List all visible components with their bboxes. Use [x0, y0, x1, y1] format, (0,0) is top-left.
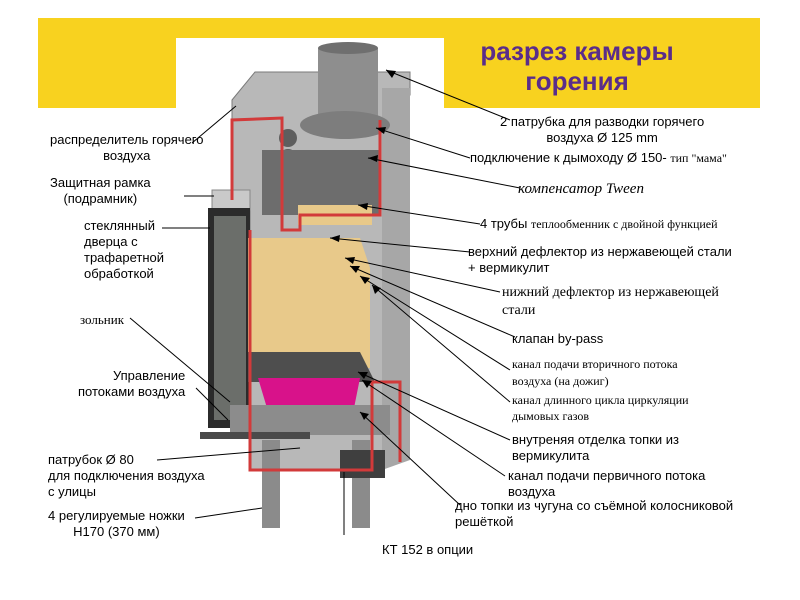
label-primary-air: канал подачи первичного потока воздуха: [508, 468, 706, 499]
leader-compensator: [367, 157, 521, 189]
arrowhead-secondary-air: [360, 276, 370, 284]
leader-bypass-valve: [349, 265, 516, 338]
leader-legs: [194, 507, 263, 519]
chimney-collar: [300, 111, 390, 139]
leader-long-cycle: [371, 284, 511, 403]
label-air-distributor: распределитель горячего воздуха: [50, 132, 204, 163]
arrowhead-bypass-valve: [350, 266, 360, 273]
arrowhead-upper-deflector: [330, 235, 340, 242]
section-outline-lower: [248, 230, 402, 472]
arrowhead-long-cycle: [372, 285, 381, 294]
label-glass-door: стеклянный дверца с трафаретной обработк…: [84, 218, 164, 281]
leader-upper-deflector: [329, 237, 471, 253]
label-legs: 4 регулируемые ножки Н170 (370 мм): [48, 508, 185, 539]
leader-inlet-80: [156, 447, 301, 461]
arrowhead-compensator: [368, 155, 378, 162]
label-upper-deflector: верхний дефлектор из нержавеющей стали +…: [468, 244, 732, 275]
label-kt152: КТ 152 в опции: [382, 542, 474, 557]
label-compensator: компенсатор Tween: [518, 181, 644, 197]
leader-cast-iron-bottom: [359, 411, 461, 506]
label-hot-air-outlets: 2 патрубка для разводки горячего воздуха…: [500, 114, 705, 145]
right-side-panel: [382, 88, 410, 470]
leader-lower-deflector: [344, 257, 501, 293]
diagram-title: разрез камеры горения: [480, 36, 674, 96]
label-inlet-80: патрубок Ø 80 для подключения воздуха с …: [48, 452, 205, 499]
leader-air-control: [195, 387, 229, 421]
leader-secondary-air: [359, 275, 511, 371]
leader-ash-pit: [129, 317, 231, 403]
firebox-lining: [248, 238, 370, 368]
label-chimney-connection: подключение к дымоходу Ø 150- тип "мама": [470, 150, 727, 165]
arrowhead-hot-air-outlets: [386, 70, 396, 78]
label-air-control: Управление потоками воздуха: [78, 368, 186, 399]
upper-chamber: [262, 150, 380, 215]
label-protective-frame: Защитная рамка (подрамник): [50, 175, 151, 206]
leader-hot-air-outlets: [385, 69, 511, 121]
label-lower-deflector: нижний дефлектор из нержавеющей стали: [502, 285, 719, 318]
leader-inner-lining: [357, 371, 511, 441]
air-control-lever: [200, 432, 310, 439]
primary-air-box: [340, 450, 385, 478]
leader-chimney-connection: [375, 127, 471, 159]
arrowhead-inner-lining: [358, 372, 368, 379]
arrowhead-primary-air: [362, 380, 372, 388]
label-cast-iron-bottom: дно топки из чугуна со съёмной колоснико…: [455, 498, 734, 529]
chimney-pipe-rim: [318, 42, 378, 54]
arrowhead-cast-iron-bottom: [360, 412, 369, 420]
arrowhead-exchanger-tubes: [358, 203, 368, 210]
label-bypass-valve: клапан by-pass: [512, 331, 604, 346]
label-inner-lining: внутреняя отделка топки из вермикулита: [512, 432, 679, 463]
arrowhead-chimney-connection: [376, 127, 386, 134]
firebox-base: [230, 405, 390, 435]
leg-left: [262, 440, 280, 528]
label-long-cycle: канал длинного цикла циркуляции дымовых …: [512, 393, 689, 423]
leader-primary-air: [361, 379, 506, 477]
cast-iron-bottom: [248, 352, 375, 382]
label-exchanger-tubes: 4 трубы теплообменник с двойной функцией: [480, 216, 718, 231]
label-secondary-air: канал подачи вторичного потока воздуха (…: [512, 357, 678, 388]
glass-door-pane: [214, 216, 246, 420]
arrowhead-lower-deflector: [345, 257, 355, 264]
chimney-pipe: [318, 48, 378, 120]
leader-air-distributor: [191, 105, 237, 144]
label-ash-pit: зольник: [80, 312, 125, 327]
leader-exchanger-tubes: [357, 204, 481, 225]
section-outline-upper: [230, 116, 382, 232]
